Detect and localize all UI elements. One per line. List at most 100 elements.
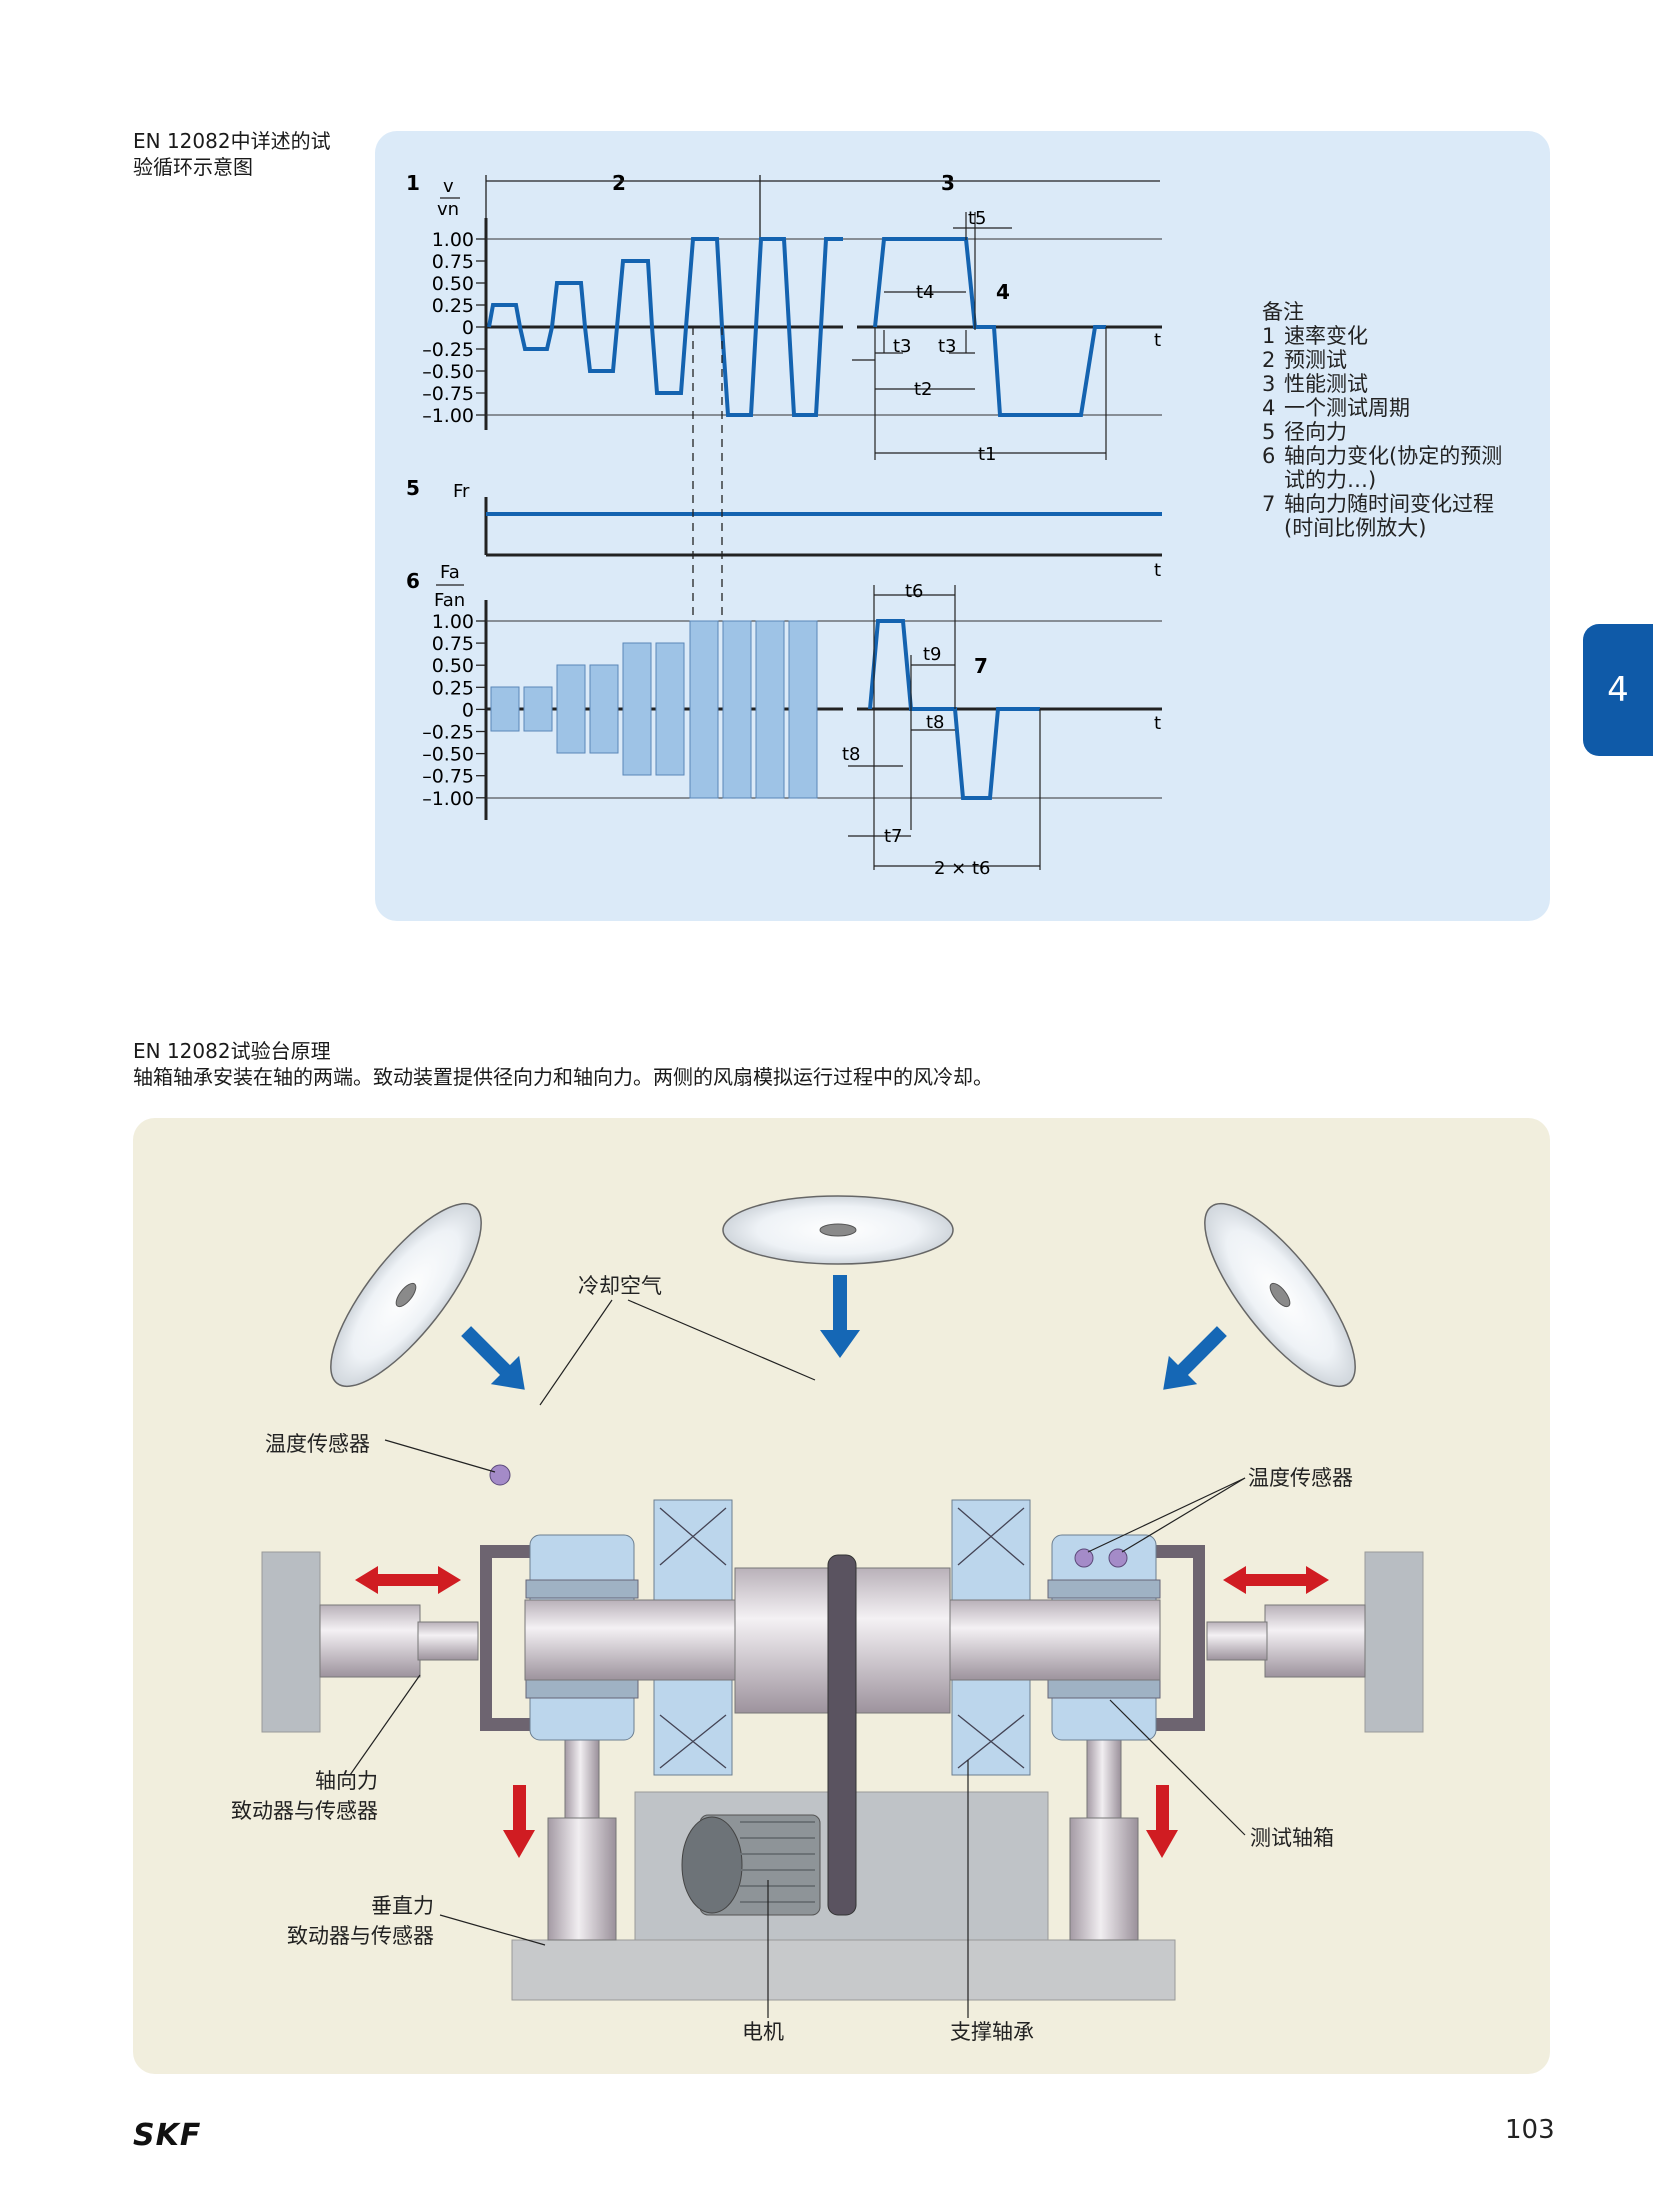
tick-label: –1.00 <box>422 788 474 810</box>
t9-label: t9 <box>923 644 942 665</box>
vertical-actuator-right <box>1069 1817 1139 1941</box>
axial-bar <box>788 620 818 799</box>
axial-bar <box>556 664 586 754</box>
t1-label: t1 <box>978 444 997 465</box>
axial-bar <box>689 620 719 799</box>
marker-5: 5 <box>406 476 420 500</box>
bracket-left <box>480 1545 530 1731</box>
chapter-tab[interactable]: 4 <box>1583 624 1653 756</box>
force-arrows <box>355 1566 1329 1858</box>
tick-label: –0.25 <box>422 722 474 744</box>
label-support-bearing: 支撑轴承 <box>950 2020 1034 2044</box>
label-axial-line1: 轴向力 <box>315 1769 378 1793</box>
t4-label: t4 <box>916 282 935 303</box>
axial-bar <box>622 642 652 776</box>
label-vertical-line2: 致动器与传感器 <box>287 1924 434 1948</box>
axial-bar <box>523 686 553 732</box>
label-vertical-line1: 垂直力 <box>371 1894 434 1918</box>
axial-actuator-right <box>1264 1604 1366 1678</box>
tick-label: –0.50 <box>422 361 474 383</box>
axial-actuator-left <box>319 1604 421 1678</box>
skf-logo: SKF <box>133 2118 202 2153</box>
temp-sensor-right-1 <box>1074 1548 1094 1568</box>
left-wall <box>261 1551 321 1733</box>
tick-label: 0.25 <box>432 295 474 317</box>
marker-3: 3 <box>941 171 955 195</box>
marker-1: 1 <box>406 171 420 195</box>
axial-bar <box>589 664 619 754</box>
t-axis-label-2: t <box>1154 560 1161 581</box>
t3-label-left: t3 <box>893 336 912 357</box>
two-t6-label: 2 × t6 <box>934 858 991 879</box>
bracket-right <box>1155 1545 1205 1731</box>
v-axis-den: vn <box>437 199 459 220</box>
page-number: 103 <box>1505 2115 1555 2145</box>
cooling-arrows <box>461 1275 1227 1390</box>
legend-item-cont: (时间比例放大) <box>1284 516 1427 540</box>
fr-axis-label: Fr <box>453 481 470 502</box>
tick-label: –0.50 <box>422 744 474 766</box>
drive-belt <box>827 1554 857 1916</box>
marker-4: 4 <box>996 280 1010 304</box>
fa-axis-den: Fan <box>434 590 465 611</box>
axial-bar <box>490 686 520 732</box>
right-wall <box>1364 1551 1424 1733</box>
tick-label: –0.75 <box>422 766 474 788</box>
diagram2-caption: EN 12082试验台原理 轴箱轴承安装在轴的两端。致动装置提供径向力和轴向力。… <box>133 1038 993 1090</box>
label-cooling-air: 冷却空气 <box>578 1274 662 1298</box>
legend-item-cont: 试的力…) <box>1284 468 1377 492</box>
tick-label: 0.50 <box>432 655 474 677</box>
fan-left <box>330 1202 482 1388</box>
marker-6: 6 <box>406 569 420 593</box>
rig-base <box>511 1939 1176 2001</box>
marker-7: 7 <box>974 654 988 678</box>
tick-label: –1.00 <box>422 405 474 427</box>
axial-force-bars <box>490 620 818 799</box>
t-axis-label-3: t <box>1154 713 1161 734</box>
fa-axis-num: Fa <box>440 562 460 583</box>
t8-label-left: t8 <box>842 744 861 765</box>
label-temp-sensor-left: 温度传感器 <box>265 1432 370 1456</box>
t3-label-right: t3 <box>938 336 957 357</box>
tick-label: 0 <box>462 317 474 339</box>
marker-2: 2 <box>612 171 626 195</box>
tick-label: 0.50 <box>432 273 474 295</box>
diagram2-caption-line2: 轴箱轴承安装在轴的两端。致动装置提供径向力和轴向力。两侧的风扇模拟运行过程中的风… <box>133 1065 993 1089</box>
label-temp-sensor-right: 温度传感器 <box>1248 1466 1353 1490</box>
motor <box>681 1814 821 1916</box>
tick-label: 1.00 <box>432 229 474 251</box>
temp-sensor-left <box>489 1464 511 1486</box>
axial-bar <box>655 642 685 776</box>
axial-bar <box>722 620 752 799</box>
diagram2-caption-line1: EN 12082试验台原理 <box>133 1039 331 1063</box>
t2-label: t2 <box>914 379 933 400</box>
t5-label: t5 <box>968 208 987 229</box>
t6-label: t6 <box>905 581 924 602</box>
tick-label: 1.00 <box>432 611 474 633</box>
label-test-axlebox: 测试轴箱 <box>1250 1826 1334 1850</box>
tick-label: –0.25 <box>422 339 474 361</box>
diagram1-caption: EN 12082中详述的试 验循环示意图 <box>133 128 331 180</box>
label-motor: 电机 <box>742 2020 784 2044</box>
label-axial-line2: 致动器与传感器 <box>231 1799 378 1823</box>
label-axial-actuator: 轴向力 致动器与传感器 <box>222 1765 378 1825</box>
speed-cycle-waveform <box>873 237 1106 417</box>
label-vertical-actuator: 垂直力 致动器与传感器 <box>278 1890 434 1950</box>
speed-waveform <box>487 237 843 417</box>
tick-label: 0.75 <box>432 633 474 655</box>
tick-label: –0.75 <box>422 383 474 405</box>
t7-label: t7 <box>884 826 903 847</box>
legend-title: 备注 <box>1262 300 1304 324</box>
axial-bar <box>755 620 785 799</box>
tick-label: 0.25 <box>432 677 474 699</box>
